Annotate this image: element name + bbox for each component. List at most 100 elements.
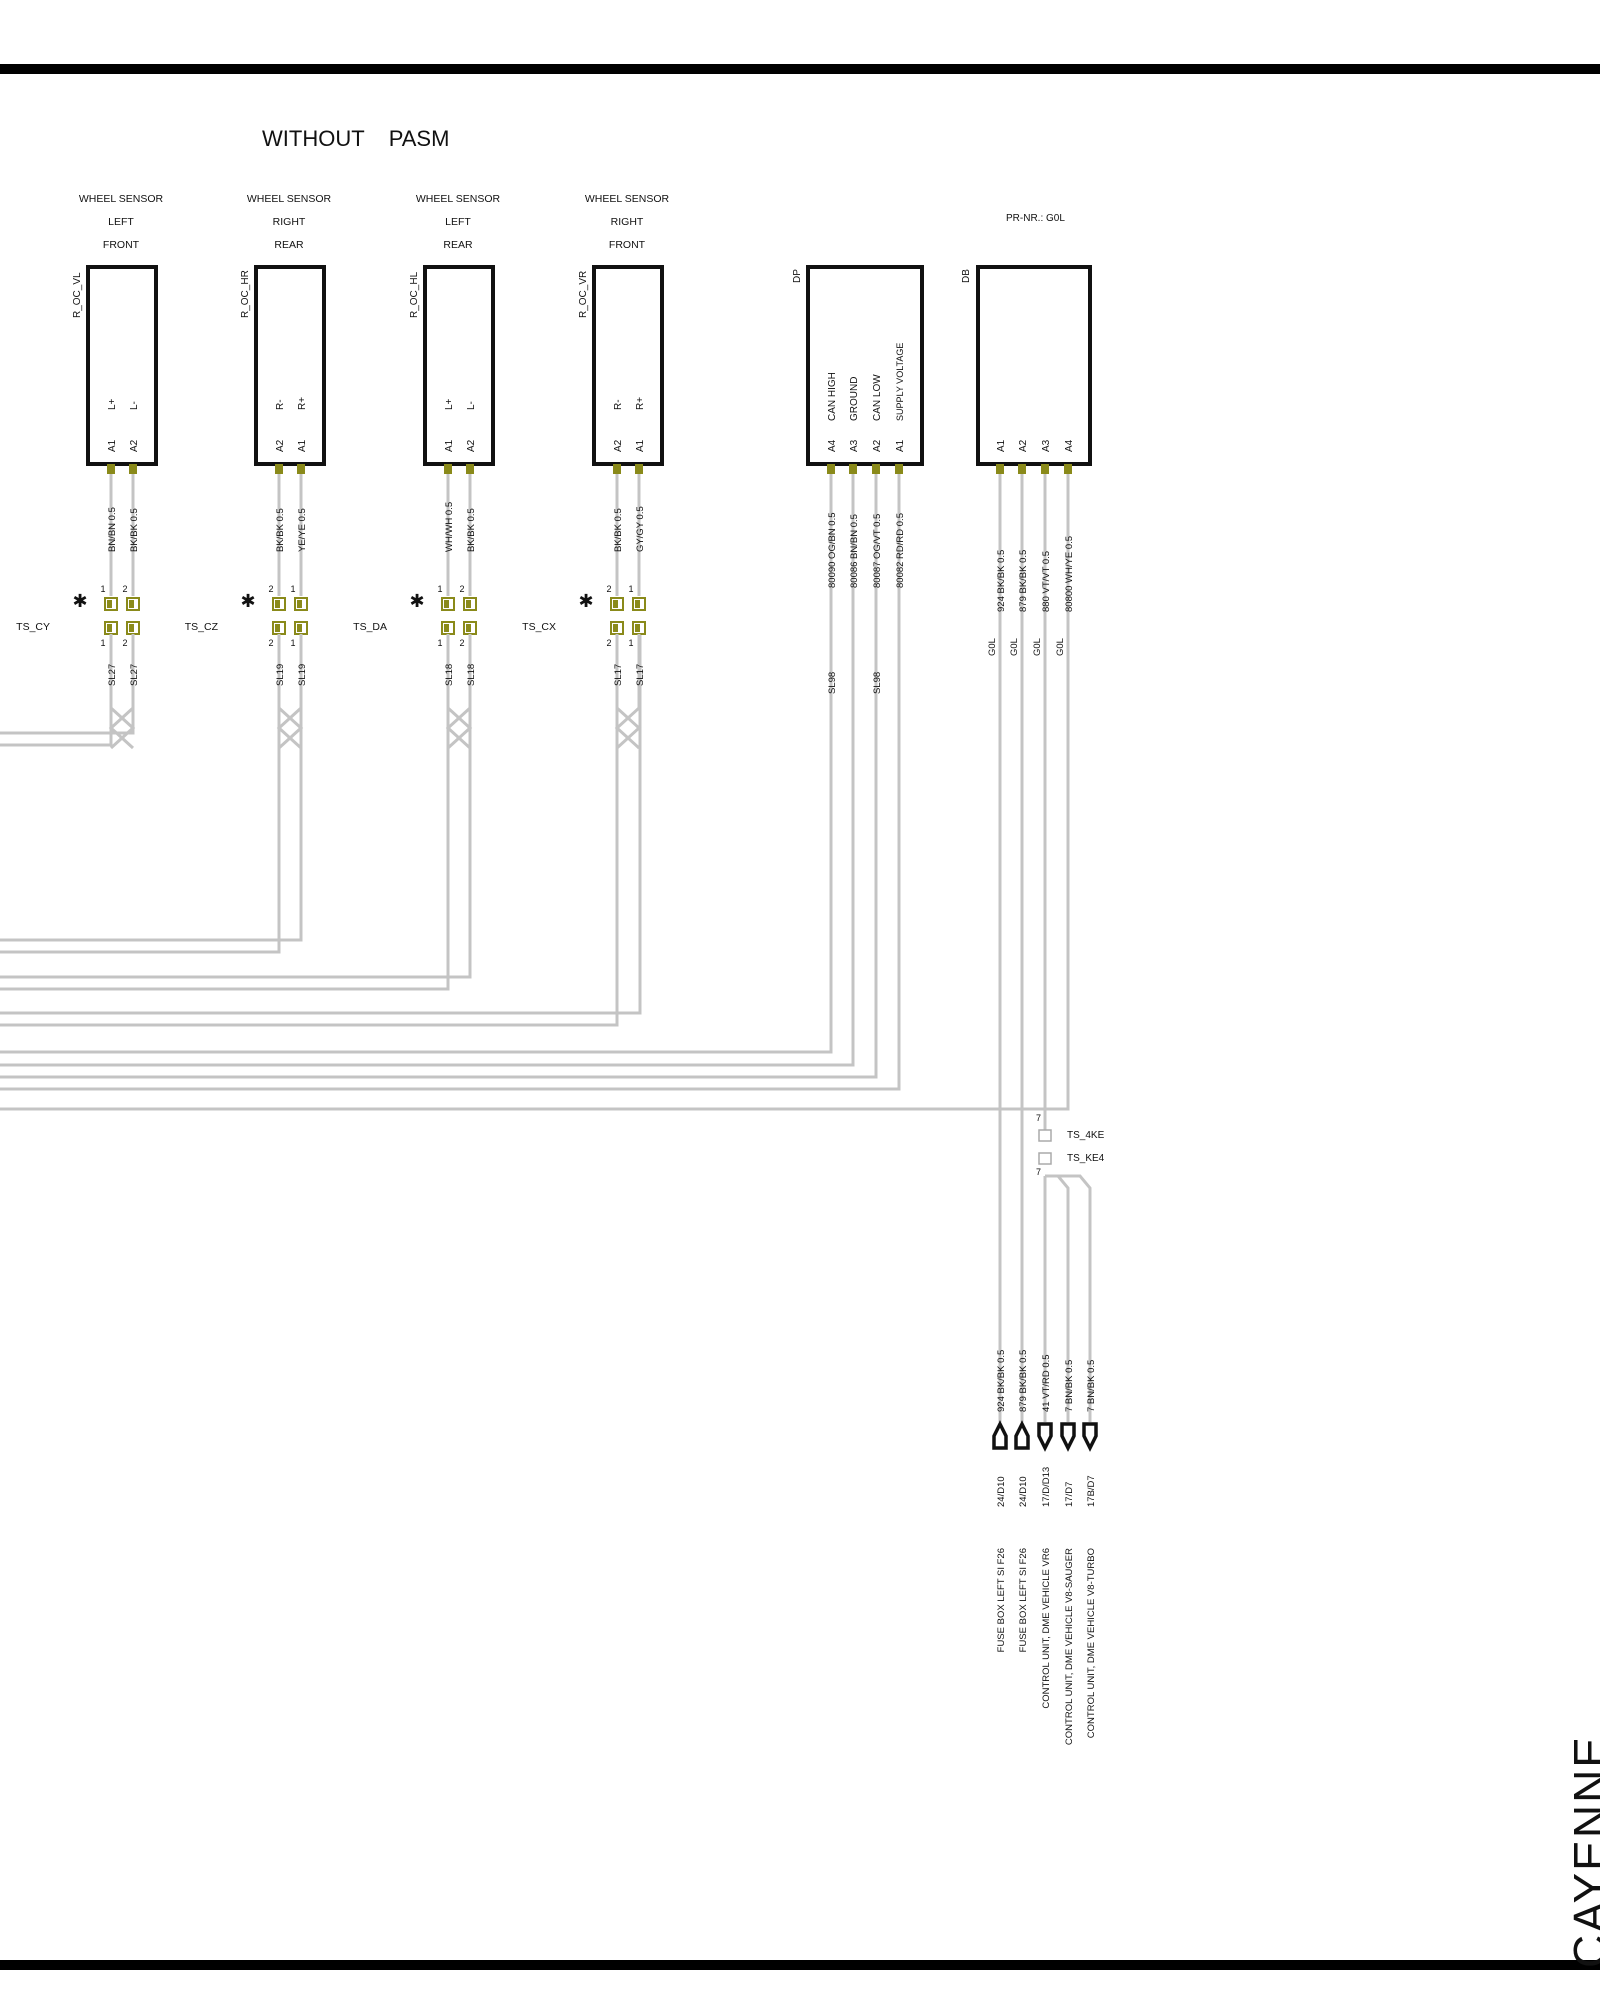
ts-pin-number: 7 <box>1036 1113 1041 1123</box>
bus-wire <box>0 624 619 1027</box>
destination-label: CONTROL UNIT, DME VEHICLE V8-SAUGER <box>1064 1548 1075 1745</box>
splice-label: SL18 <box>444 664 455 686</box>
bus-wire <box>0 624 281 954</box>
pin-terminal <box>1041 464 1049 474</box>
pin-terminal <box>466 464 474 474</box>
pin-terminal <box>872 464 880 474</box>
option-code-label: G0L <box>987 638 998 656</box>
bus-wire <box>0 467 833 1054</box>
pin-label: A1 <box>297 439 308 452</box>
db-branch-wire <box>1045 1174 1092 1422</box>
pin-terminal <box>129 464 137 474</box>
connector-upper-fill <box>444 600 449 608</box>
connector-pin-number: 2 <box>122 584 127 594</box>
wire-label: BK/BK 0.5 <box>466 508 477 552</box>
plug-connector-icon <box>1082 1422 1098 1452</box>
connector-pin-number: 2 <box>268 584 273 594</box>
connector-lower-fill <box>275 624 280 632</box>
location-label: 17/D/D13 <box>1041 1467 1052 1507</box>
connector-lower-fill <box>297 624 302 632</box>
ground-star-icon: ✱ <box>578 591 593 611</box>
ts-ke4-connector <box>1038 1152 1052 1165</box>
signal-label: CAN LOW <box>872 374 883 421</box>
connector-pin-number: 2 <box>459 584 464 594</box>
ground-star-icon: ✱ <box>409 591 424 611</box>
pin-terminal <box>1064 464 1072 474</box>
ts-4ke-label: TS_4KE <box>1067 1130 1105 1141</box>
wire-label: 41 VT/RD 0.5 <box>1041 1354 1052 1412</box>
diagram-title: WITHOUT PASM <box>262 126 449 151</box>
sensor-side: RIGHT <box>273 216 306 228</box>
sensor-ref-label: R_OC_HR <box>240 270 251 318</box>
sensor-position: FRONT <box>609 239 646 251</box>
pin-label: A3 <box>1041 439 1052 452</box>
db-wires <box>998 467 1092 1422</box>
bus-wire <box>0 467 901 1091</box>
wire-label: YE/YE 0.5 <box>297 508 308 552</box>
connector-lower-fill <box>466 624 471 632</box>
sensor-title: WHEEL SENSOR <box>247 193 332 205</box>
connector-pin-number: 2 <box>606 584 611 594</box>
connector-lower-fill <box>129 624 134 632</box>
connector-pin-number: 2 <box>268 638 273 648</box>
option-code-label: G0L <box>1032 638 1043 656</box>
sensor-box <box>86 265 158 466</box>
splice-label: SL98 <box>827 672 838 694</box>
bus-wire <box>0 624 450 991</box>
pin-label: A1 <box>895 439 906 452</box>
bus-wire <box>0 624 113 747</box>
ts-4ke-connector <box>1038 1129 1052 1142</box>
pin-label: A2 <box>872 439 883 452</box>
top-frame-bar <box>0 64 1600 74</box>
wire-label: 924 BK/BK 0.5 <box>996 1350 1007 1412</box>
ts-ke4-label: TS_KE4 <box>1067 1153 1105 1164</box>
pin-label: A1 <box>996 439 1007 452</box>
connector-pin-number: 2 <box>459 638 464 648</box>
twist-wire <box>446 706 473 750</box>
location-label: 17B/D7 <box>1086 1475 1097 1507</box>
sensor-ref-label: R_OC_VL <box>72 272 83 318</box>
connector-upper-fill <box>466 600 471 608</box>
sensor-title: WHEEL SENSOR <box>416 193 501 205</box>
wire-label: 7 BN/BK 0.5 <box>1064 1360 1075 1412</box>
ts-label: TS_CX <box>522 621 556 633</box>
wire-label: 80082 RD/RD 0.5 <box>895 513 906 588</box>
sensor-position: REAR <box>443 239 473 251</box>
connector-lower-fill <box>444 624 449 632</box>
pin-label: A3 <box>849 439 860 452</box>
splice-label: SL19 <box>297 664 308 686</box>
twist-wire <box>277 706 304 750</box>
bus-wire <box>0 624 303 942</box>
twist-wire <box>615 706 642 750</box>
connector-pin-number: 1 <box>437 638 442 648</box>
destination-label: FUSE BOX LEFT SI F26 <box>996 1548 1007 1652</box>
pin-terminal <box>613 464 621 474</box>
pin-terminal <box>107 464 115 474</box>
signal-label: L+ <box>107 398 118 410</box>
brand-label: CAYENNE <box>1564 1735 1600 1968</box>
pin-terminal <box>444 464 452 474</box>
connector-pin-number: 2 <box>606 638 611 648</box>
plug-connector-icon <box>1060 1422 1076 1452</box>
pin-terminal <box>827 464 835 474</box>
bottom-frame-bar <box>0 1960 1600 1970</box>
wire-label: 80086 BN/BN 0.5 <box>849 514 860 588</box>
pin-terminal <box>849 464 857 474</box>
pin-label: A2 <box>466 439 477 452</box>
wire-label: WH/WH 0.5 <box>444 502 455 552</box>
wire-label: BK/BK 0.5 <box>129 508 140 552</box>
db-module-box <box>976 265 1092 466</box>
sensor-box <box>592 265 664 466</box>
pr-number-label: PR-NR.: G0L <box>1006 213 1065 224</box>
